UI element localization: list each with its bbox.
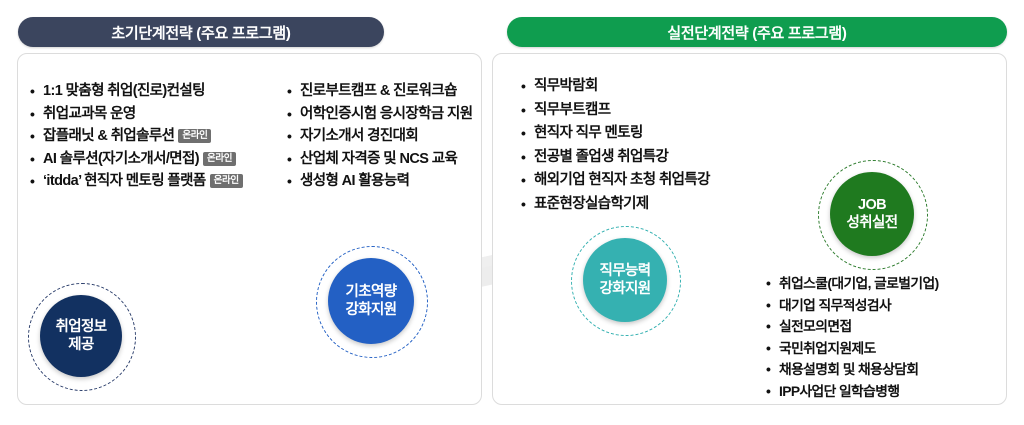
list-item: 취업스쿨(대기업, 글로벌기업) (766, 273, 939, 295)
program-label: 표준현장실습학기제 (534, 195, 649, 212)
program-label: 취업스쿨(대기업, 글로벌기업) (779, 276, 939, 291)
program-label: IPP사업단 일학습병행 (779, 383, 900, 399)
program-label: 취업교과목 운영 (43, 105, 136, 122)
list-item: 해외기업 현직자 초청 취업특강 (521, 169, 711, 193)
list-item: IPP사업단 일학습병행 (766, 381, 939, 403)
header-field-stage: 실전단계전략 (주요 프로그램) (507, 17, 1007, 47)
list-item: AI 솔루션(자기소개서/면접)온라인 (30, 148, 243, 171)
stage-circle-job-capability: 직무능력 강화지원 (583, 238, 667, 322)
list-item: 실전모의면접 (766, 316, 939, 338)
stage-circle-job-info: 취업정보 제공 (40, 295, 122, 377)
list-item: 자기소개서 경진대회 (287, 125, 472, 148)
program-label: 진로부트캠프 & 진로워크숍 (300, 83, 457, 99)
stage-label-line1: 기초역량 (345, 284, 398, 300)
list-item: 생성형 AI 활용능력 (287, 170, 472, 193)
list-item: 1:1 맞춤형 취업(진로)컨설팅 (30, 80, 243, 103)
list-item: 표준현장실습학기제 (521, 193, 710, 217)
stage-label-line1: 취업정보 (55, 319, 108, 335)
list-item: 대기업 직무적성검사 (766, 295, 939, 317)
header-early-stage: 초기단계전략 (주요 프로그램) (18, 17, 384, 47)
stage-label-line2: 성취실전 (846, 215, 899, 231)
stage-ring-2 (316, 246, 428, 358)
list-item: 산업체 자격증 및 NCS 교육 (287, 148, 472, 171)
program-label: 현직자 직무 멘토링 (534, 125, 643, 141)
program-label: 자기소개서 경진대회 (300, 128, 419, 144)
list-item: 취업교과목 운영 (30, 103, 243, 126)
program-label: ‘itdda’ 현직자 멘토링 플랫폼 (43, 173, 206, 189)
stage-label-line2: 강화지원 (599, 281, 652, 297)
program-label: 대기업 직무적성검사 (779, 297, 892, 313)
program-label: 전공별 졸업생 취업특강 (534, 148, 669, 165)
program-label: 국민취업지원제도 (779, 340, 876, 356)
program-label: 실전모의면접 (779, 319, 852, 334)
stage-ring-3 (571, 226, 681, 336)
program-label: 잡플래닛 & 취업솔루션 (43, 128, 175, 144)
list-item: 직무박람회 (521, 75, 710, 99)
list-item: 현직자 직무 멘토링 (521, 122, 710, 146)
list-item: 전공별 졸업생 취업특강 (521, 146, 710, 170)
online-badge: 온라인 (203, 151, 237, 166)
program-label: 산업체 자격증 및 NCS 교육 (300, 150, 458, 167)
early-stage-program-list-b: 진로부트캠프 & 진로워크숍 어학인증시험 응시장학금 지원 자기소개서 경진대… (287, 80, 473, 193)
stage-label-line2: 제공 (68, 337, 94, 353)
stage-ring-4 (818, 160, 928, 270)
program-label: AI 솔루션(자기소개서/면접) (43, 150, 200, 167)
program-label: 직무박람회 (534, 78, 598, 94)
stage-ring-1 (28, 283, 136, 391)
online-badge: 온라인 (178, 129, 212, 143)
early-stage-program-list-a: 1:1 맞춤형 취업(진로)컨설팅 취업교과목 운영 잡플래닛 & 취업솔루션온… (30, 80, 243, 193)
program-label: 생성형 AI 활용능력 (300, 173, 410, 189)
stage-circle-job-achievement: JOB 성취실전 (830, 172, 914, 256)
online-badge: 온라인 (209, 174, 243, 188)
list-item: 국민취업지원제도 (766, 338, 939, 360)
program-label: 채용설명회 및 채용상담회 (779, 362, 919, 377)
stage-label-line1: JOB (857, 197, 887, 213)
program-label: 해외기업 현직자 초청 취업특강 (534, 172, 711, 188)
list-item: 진로부트캠프 & 진로워크숍 (287, 80, 472, 103)
stage-label-line2: 강화지원 (345, 302, 398, 318)
field-stage-program-list-a: 직무박람회 직무부트캠프 현직자 직무 멘토링 전공별 졸업생 취업특강 해외기… (521, 75, 711, 217)
field-stage-program-list-b: 취업스쿨(대기업, 글로벌기업) 대기업 직무적성검사 실전모의면접 국민취업지… (766, 273, 939, 402)
list-item: 채용설명회 및 채용상담회 (766, 359, 939, 381)
list-item: 어학인증시험 응시장학금 지원 (287, 103, 473, 126)
list-item: 직무부트캠프 (521, 99, 710, 123)
program-label: 어학인증시험 응시장학금 지원 (300, 105, 473, 122)
program-label: 1:1 맞춤형 취업(진로)컨설팅 (43, 83, 205, 99)
stage-label-line1: 직무능력 (599, 263, 652, 279)
stage-circle-basic-capability: 기초역량 강화지원 (328, 258, 414, 344)
program-label: 직무부트캠프 (534, 101, 611, 118)
